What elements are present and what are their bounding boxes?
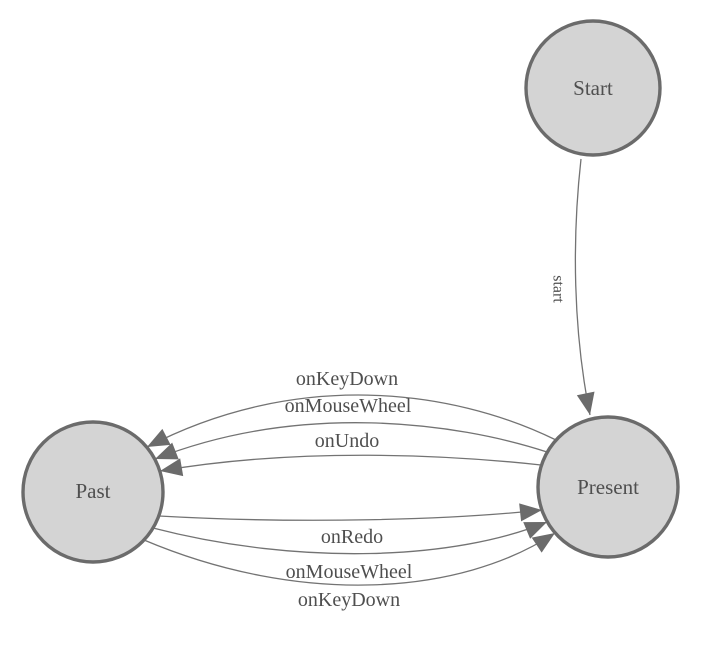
edge-label-onkeydown-bottom: onKeyDown: [298, 589, 400, 611]
edge-line: [574, 158, 595, 416]
node-present-label: Present: [577, 475, 639, 499]
edge-line: [146, 394, 557, 448]
node-past-circle: [21, 420, 165, 564]
edge-line: [154, 422, 548, 460]
edge-start-to-present: start: [550, 158, 595, 416]
edge-line: [159, 454, 542, 477]
edge-line: [158, 503, 543, 522]
edge-line: [143, 532, 556, 586]
edge-present-to-past-onkeydown: onKeyDown: [146, 368, 557, 448]
node-start-label: Start: [573, 76, 613, 100]
node-past-label: Past: [75, 479, 110, 503]
edge-label-onkeydown: onKeyDown: [296, 368, 398, 390]
edge-present-to-past-onundo: onUndo: [159, 430, 542, 477]
node-start: Start: [524, 19, 662, 157]
edge-past-to-present-onmousewheel: onMouseWheel: [152, 521, 548, 583]
edge-line: [152, 521, 548, 555]
edge-label-onundo: onUndo: [315, 430, 379, 452]
edge-label-start: start: [550, 275, 567, 303]
edge-label-onmousewheel: onMouseWheel: [285, 395, 412, 417]
edge-past-to-present-onredo: onRedo: [158, 503, 543, 548]
node-present-circle: [536, 415, 680, 559]
node-present: Present: [536, 415, 680, 559]
edge-past-to-present-onkeydown: onKeyDown: [143, 532, 556, 611]
edge-label-onmousewheel-bottom: onMouseWheel: [286, 561, 413, 583]
node-start-circle: [524, 19, 662, 157]
edge-present-to-past-onmousewheel: onMouseWheel: [154, 395, 548, 460]
node-past: Past: [21, 420, 165, 564]
edge-label-onredo: onRedo: [321, 526, 383, 548]
